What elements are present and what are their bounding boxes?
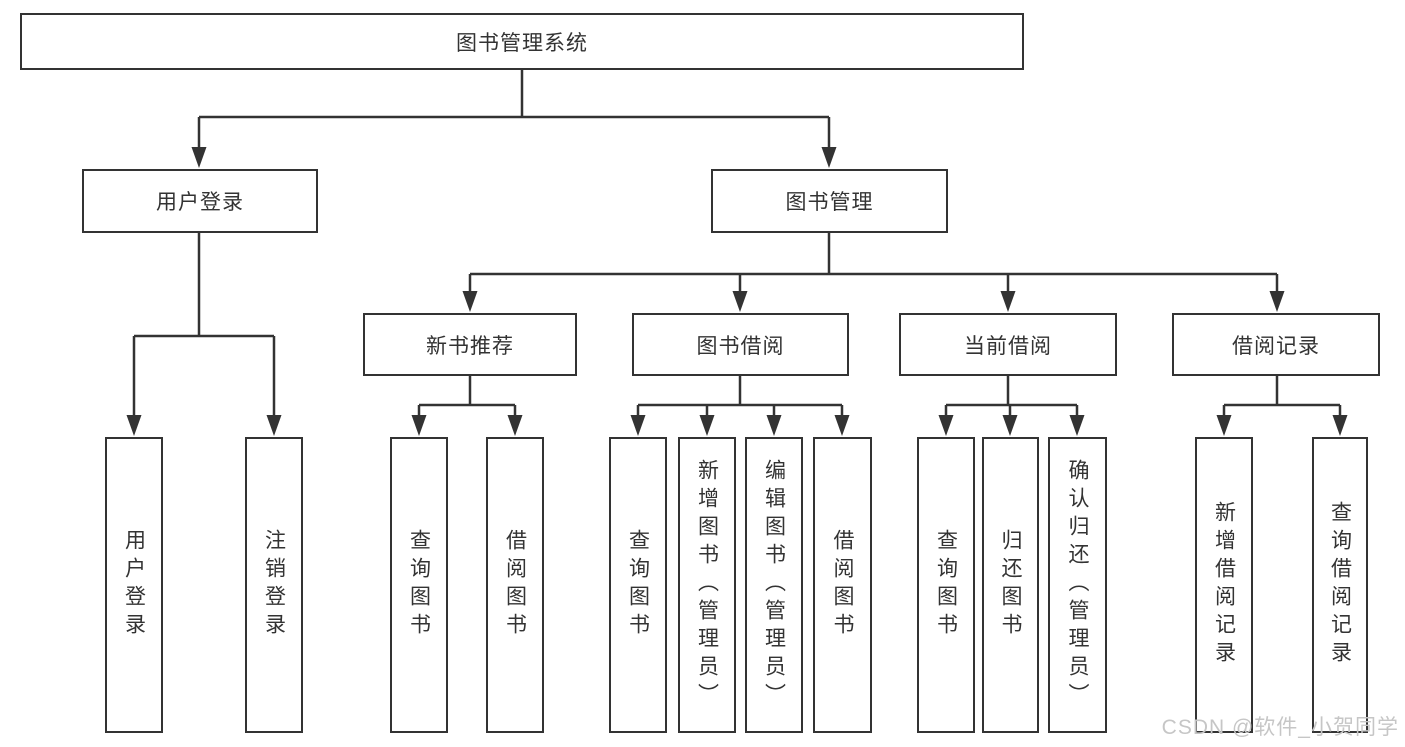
node-br-query-record-label: 查询借阅记录	[1328, 501, 1352, 669]
node-user-login-label: 用户登录	[156, 191, 244, 214]
node-root: 图书管理系统	[20, 13, 1024, 70]
node-nbr-borrow-book: 借阅图书	[486, 437, 544, 733]
node-new-book-recommend-label: 新书推荐	[426, 334, 514, 358]
node-br-add-record: 新增借阅记录	[1195, 437, 1253, 733]
node-cb-return-book: 归还图书	[982, 437, 1039, 733]
node-cb-return-book-label: 归还图书	[999, 529, 1022, 641]
watermark: CSDN @软件_小贺同学	[1161, 716, 1399, 739]
node-bb-add-book-label: 新增图书（管理员）	[695, 459, 719, 711]
node-bb-edit-book: 编辑图书（管理员）	[745, 437, 803, 733]
node-root-label: 图书管理系统	[456, 31, 588, 55]
node-cb-confirm-return: 确认归还（管理员）	[1048, 437, 1107, 733]
node-br-query-record: 查询借阅记录	[1312, 437, 1368, 733]
arrowheads	[126, 147, 1348, 436]
node-current-borrow: 当前借阅	[899, 313, 1117, 376]
edge-lines	[132, 70, 1342, 418]
node-book-management-label: 图书管理	[785, 191, 874, 214]
node-cb-confirm-return-label: 确认归还（管理员）	[1066, 459, 1089, 711]
node-br-add-record-label: 新增借阅记录	[1212, 501, 1236, 669]
node-bb-borrow-book: 借阅图书	[813, 437, 872, 733]
node-current-borrow-label: 当前借阅	[964, 334, 1052, 358]
node-nbr-query-book-label: 查询图书	[407, 529, 431, 641]
node-user-login: 用户登录	[82, 169, 318, 233]
node-book-borrow-label: 图书借阅	[696, 334, 785, 358]
node-book-management: 图书管理	[711, 169, 948, 233]
node-new-book-recommend: 新书推荐	[363, 313, 577, 376]
node-nbr-borrow-book-label: 借阅图书	[503, 529, 527, 641]
node-bb-edit-book-label: 编辑图书（管理员）	[762, 459, 786, 711]
node-nbr-query-book: 查询图书	[390, 437, 448, 733]
node-bb-query-book-label: 查询图书	[626, 529, 650, 641]
node-bb-add-book: 新增图书（管理员）	[678, 437, 736, 733]
node-cb-query-book-label: 查询图书	[934, 529, 958, 641]
node-borrow-records-label: 借阅记录	[1232, 334, 1320, 358]
node-logout: 注销登录	[245, 437, 303, 733]
node-book-borrow: 图书借阅	[632, 313, 849, 376]
node-login-label: 用户登录	[122, 529, 146, 641]
node-cb-query-book: 查询图书	[917, 437, 975, 733]
node-bb-borrow-book-label: 借阅图书	[831, 529, 854, 641]
node-bb-query-book: 查询图书	[609, 437, 667, 733]
node-logout-label: 注销登录	[262, 529, 286, 641]
node-login: 用户登录	[105, 437, 163, 733]
node-borrow-records: 借阅记录	[1172, 313, 1380, 376]
